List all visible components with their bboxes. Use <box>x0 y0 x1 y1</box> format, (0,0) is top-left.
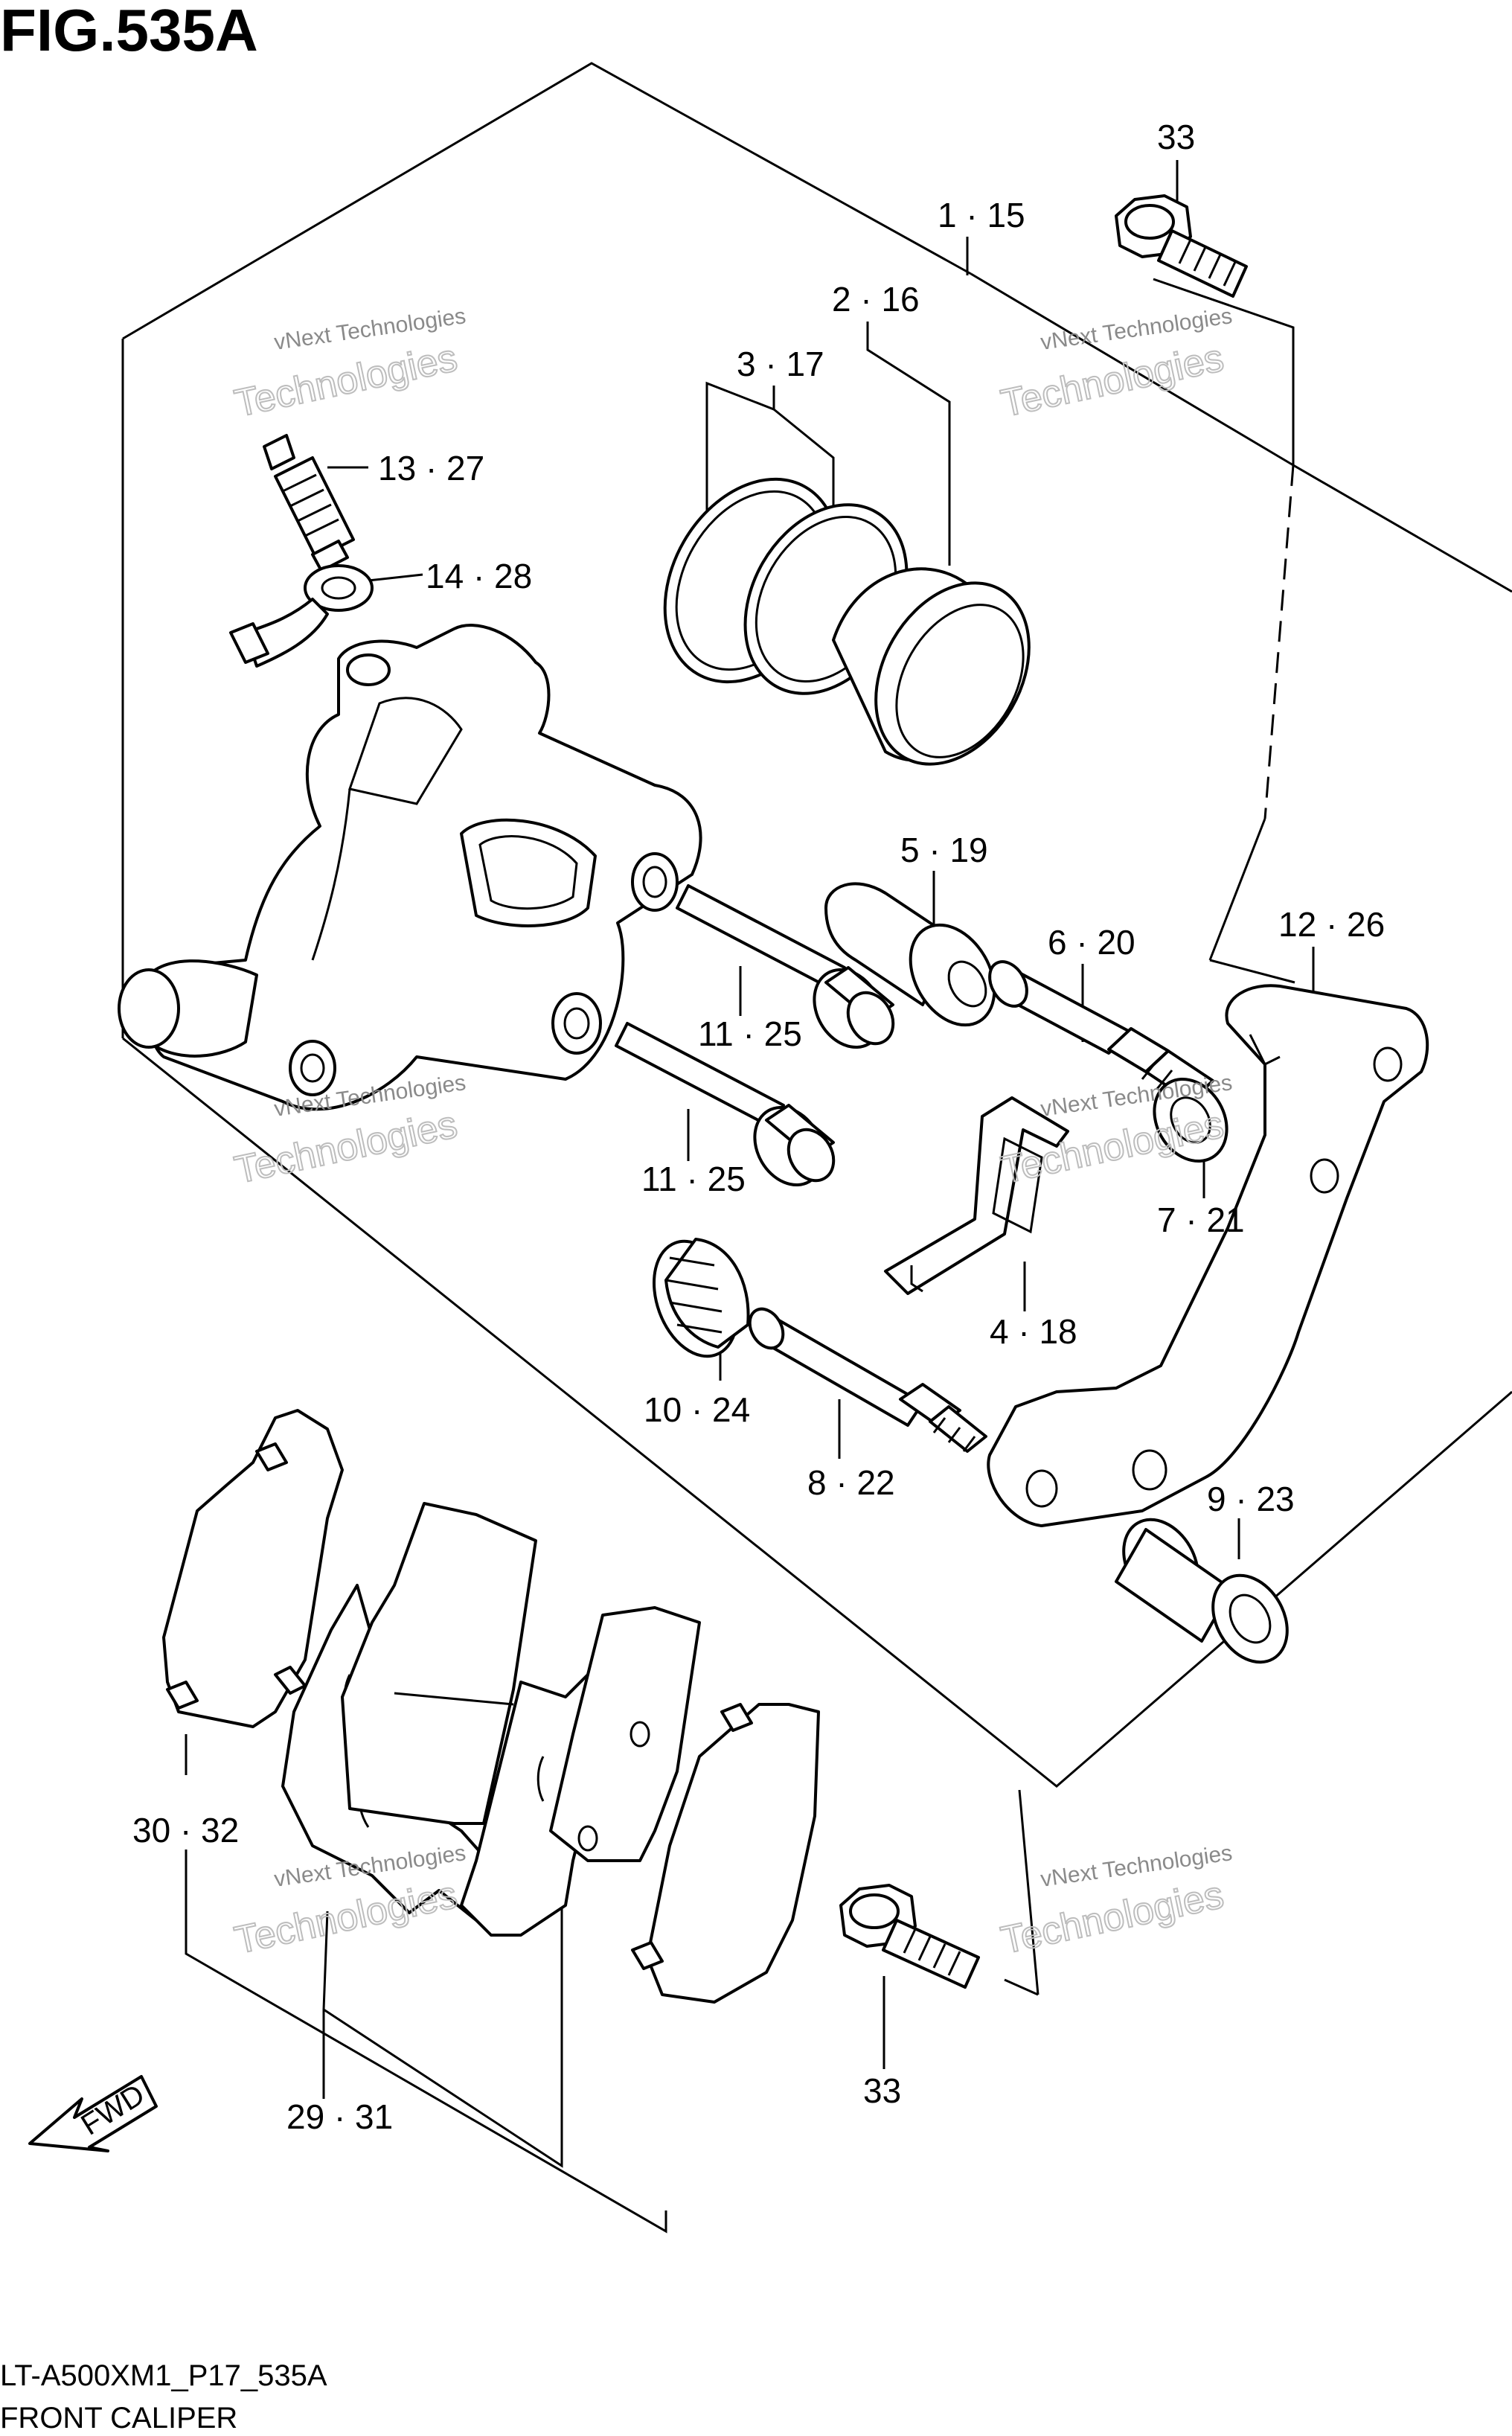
pin-8-22 <box>748 1307 987 1453</box>
callout-6-20: 6 · 20 <box>1048 923 1135 962</box>
brake-pad-outer <box>162 1409 344 1728</box>
caliper-body <box>118 624 702 1111</box>
pad-spring <box>884 1096 1069 1295</box>
slide-pin-upper <box>676 884 895 1049</box>
collar-9-23 <box>1115 1518 1289 1664</box>
callout-11-25-lower: 11 · 25 <box>641 1160 746 1198</box>
callout-8-22: 8 · 22 <box>807 1463 895 1502</box>
piston <box>832 567 1031 766</box>
watermark-top-right: vNext Technologies Technologies <box>996 304 1234 426</box>
callout-labels: 33 1 · 15 2 · 16 3 · 17 13 · 27 14 · 28 … <box>132 118 1385 2136</box>
bolt-33-bottom <box>839 1884 980 1989</box>
fwd-arrow-icon: FWD <box>28 2075 158 2152</box>
slide-pin-lower <box>615 1022 836 1187</box>
brake-pad-inner-lining <box>341 1502 537 1825</box>
caliper-bracket <box>987 984 1429 1527</box>
boot-5-19 <box>824 882 996 1027</box>
watermark-top-left: vNext Technologies Technologies <box>230 304 467 426</box>
brake-pad-inner <box>549 1606 701 1862</box>
callout-33-top: 33 <box>1157 118 1195 156</box>
svg-text:Technologies: Technologies <box>997 1873 1227 1963</box>
callout-14-28: 14 · 28 <box>426 557 532 595</box>
callout-33-bottom: 33 <box>863 2071 901 2110</box>
callout-5-19: 5 · 19 <box>900 831 988 869</box>
callout-2-16: 2 · 16 <box>832 280 920 319</box>
callout-13-27: 13 · 27 <box>378 449 484 487</box>
callout-11-25-upper: 11 · 25 <box>698 1014 802 1053</box>
assembly-frame <box>121 62 1512 1996</box>
callout-1-15: 1 · 15 <box>938 196 1025 234</box>
callout-7-21: 7 · 21 <box>1157 1201 1245 1239</box>
callout-10-24: 10 · 24 <box>644 1390 750 1429</box>
watermark-bottom-left: vNext Technologies Technologies <box>230 1841 467 1963</box>
boot-7-21 <box>1153 1077 1228 1163</box>
callout-3-17: 3 · 17 <box>737 345 824 383</box>
svg-text:Technologies: Technologies <box>231 336 461 426</box>
callout-9-23: 9 · 23 <box>1207 1480 1295 1518</box>
bolt-33-top <box>1115 194 1248 298</box>
figure-title: FIG.535A <box>0 0 258 63</box>
brake-pad-inner-backing <box>631 1703 820 2004</box>
leader-lines <box>185 160 1315 2234</box>
bleeder-screw <box>263 434 355 572</box>
svg-text:Technologies: Technologies <box>997 336 1227 426</box>
callout-29-31: 29 · 31 <box>286 2097 393 2136</box>
svg-text:Technologies: Technologies <box>231 1873 461 1963</box>
bleeder-cap <box>229 564 374 668</box>
callout-12-26: 12 · 26 <box>1278 905 1385 944</box>
model-code: LT-A500XM1_P17_535A <box>0 2359 327 2392</box>
svg-text:Technologies: Technologies <box>231 1103 461 1192</box>
watermark-bottom-right: vNext Technologies Technologies <box>996 1841 1234 1963</box>
callout-4-18: 4 · 18 <box>990 1312 1077 1351</box>
section-name: FRONT CALIPER <box>0 2402 237 2435</box>
boot-10-24 <box>652 1238 750 1358</box>
callout-30-32: 30 · 32 <box>132 1811 239 1850</box>
